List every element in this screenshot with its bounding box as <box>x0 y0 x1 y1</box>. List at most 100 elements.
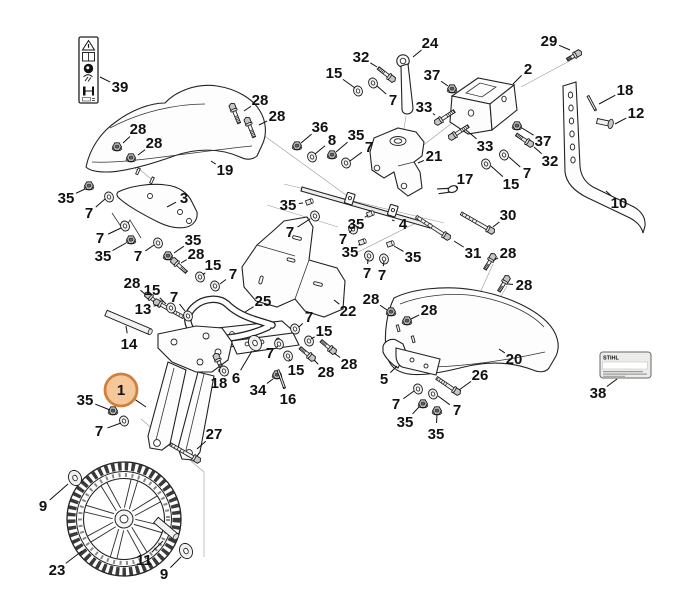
callout-35[interactable]: 35 <box>405 249 422 266</box>
callout-7[interactable]: 7 <box>305 309 313 326</box>
callout-24[interactable]: 24 <box>422 35 439 52</box>
callout-7[interactable]: 7 <box>365 139 373 156</box>
callout-28[interactable]: 28 <box>363 291 380 308</box>
callout-7[interactable]: 7 <box>85 205 93 222</box>
callout-15[interactable]: 15 <box>205 257 222 274</box>
callout-7[interactable]: 7 <box>266 345 274 362</box>
highlight-circle[interactable] <box>103 372 139 408</box>
callout-37[interactable]: 37 <box>424 67 441 84</box>
callout-7[interactable]: 7 <box>523 165 531 182</box>
callout-6[interactable]: 6 <box>232 370 240 387</box>
callout-26[interactable]: 26 <box>472 367 489 384</box>
callout-35[interactable]: 35 <box>58 190 75 207</box>
callout-27[interactable]: 27 <box>206 426 223 443</box>
callout-7[interactable]: 7 <box>229 266 237 283</box>
callout-35[interactable]: 35 <box>428 426 445 443</box>
callout-11[interactable]: 11 <box>136 552 152 569</box>
callout-13[interactable]: 13 <box>135 301 152 318</box>
callout-23[interactable]: 23 <box>49 562 66 579</box>
callout-38[interactable]: 38 <box>590 385 607 402</box>
callout-7[interactable]: 7 <box>363 265 371 282</box>
callout-7[interactable]: 7 <box>392 396 400 413</box>
callout-15[interactable]: 15 <box>316 323 333 340</box>
callout-9[interactable]: 9 <box>39 498 47 515</box>
callout-33[interactable]: 33 <box>477 138 494 155</box>
callout-28[interactable]: 28 <box>124 275 141 292</box>
callout-28[interactable]: 28 <box>130 121 147 138</box>
callout-3[interactable]: 3 <box>180 190 188 207</box>
callout-35[interactable]: 35 <box>280 197 297 214</box>
callout-22[interactable]: 22 <box>340 303 357 320</box>
callout-leader <box>240 350 253 371</box>
callout-18[interactable]: 18 <box>211 375 228 392</box>
callout-8[interactable]: 8 <box>328 132 336 149</box>
nut-icon <box>511 121 523 131</box>
callout-35[interactable]: 35 <box>185 232 202 249</box>
callout-35[interactable]: 35 <box>397 414 414 431</box>
callout-10[interactable]: 10 <box>611 195 628 212</box>
callout-leader <box>606 378 618 387</box>
callout-leader <box>490 165 504 178</box>
callout-7[interactable]: 7 <box>389 92 397 109</box>
callout-leader <box>140 289 147 296</box>
callout-28[interactable]: 28 <box>252 92 269 109</box>
callout-34[interactable]: 34 <box>250 382 267 399</box>
callout-7[interactable]: 7 <box>170 289 178 306</box>
nut-icon <box>401 316 413 326</box>
callout-28[interactable]: 28 <box>318 364 335 381</box>
callout-28[interactable]: 28 <box>188 246 205 263</box>
callout-7[interactable]: 7 <box>453 402 461 419</box>
callout-12[interactable]: 12 <box>628 105 645 122</box>
callout-32[interactable]: 32 <box>353 49 370 66</box>
callout-16[interactable]: 16 <box>280 391 297 408</box>
callout-35[interactable]: 35 <box>95 248 112 265</box>
callout-15[interactable]: 15 <box>326 65 343 82</box>
callout-1[interactable]: 1 <box>117 382 125 399</box>
callout-4[interactable]: 4 <box>399 216 408 233</box>
callout-35[interactable]: 35 <box>77 392 94 409</box>
fender-bracket-part <box>382 338 441 376</box>
callout-28[interactable]: 28 <box>516 277 533 294</box>
callout-7[interactable]: 7 <box>95 423 103 440</box>
spacer-icon <box>385 240 395 248</box>
callout-leader <box>458 380 472 391</box>
nut-icon <box>83 181 95 191</box>
callout-7[interactable]: 7 <box>378 267 386 284</box>
callout-33[interactable]: 33 <box>416 99 433 116</box>
callout-14[interactable]: 14 <box>121 336 138 353</box>
callout-20[interactable]: 20 <box>506 351 523 368</box>
callout-7[interactable]: 7 <box>134 248 142 265</box>
callout-leader <box>125 325 128 334</box>
callout-28[interactable]: 28 <box>500 245 517 262</box>
callout-35[interactable]: 35 <box>342 244 359 261</box>
callout-31[interactable]: 31 <box>465 245 482 262</box>
callout-35[interactable]: 35 <box>348 216 365 233</box>
callout-28[interactable]: 28 <box>421 302 438 319</box>
callout-28[interactable]: 28 <box>341 356 358 373</box>
callout-35[interactable]: 35 <box>348 127 365 144</box>
callout-2[interactable]: 2 <box>524 61 532 78</box>
callout-28[interactable]: 28 <box>146 135 163 152</box>
callout-15[interactable]: 15 <box>144 282 161 299</box>
callout-15[interactable]: 15 <box>288 362 305 379</box>
callout-25[interactable]: 25 <box>255 293 272 310</box>
callout-30[interactable]: 30 <box>500 207 517 224</box>
callout-7[interactable]: 7 <box>96 230 104 247</box>
callout-37[interactable]: 37 <box>535 133 552 150</box>
callout-15[interactable]: 15 <box>503 176 520 193</box>
callout-28[interactable]: 28 <box>269 108 286 125</box>
callout-19[interactable]: 19 <box>217 162 234 179</box>
callout-9[interactable]: 9 <box>160 566 168 583</box>
callout-32[interactable]: 32 <box>542 153 559 170</box>
callout-21[interactable]: 21 <box>426 148 443 165</box>
callout-18[interactable]: 18 <box>617 82 634 99</box>
callout-17[interactable]: 17 <box>457 171 474 188</box>
callout-7[interactable]: 7 <box>339 231 347 248</box>
callout-36[interactable]: 36 <box>312 119 329 136</box>
washer-icon <box>290 323 300 335</box>
callout-7[interactable]: 7 <box>286 224 294 241</box>
callout-39[interactable]: 39 <box>112 79 129 96</box>
bolt-icon <box>169 442 201 464</box>
callout-5[interactable]: 5 <box>380 371 388 388</box>
callout-29[interactable]: 29 <box>541 33 558 50</box>
